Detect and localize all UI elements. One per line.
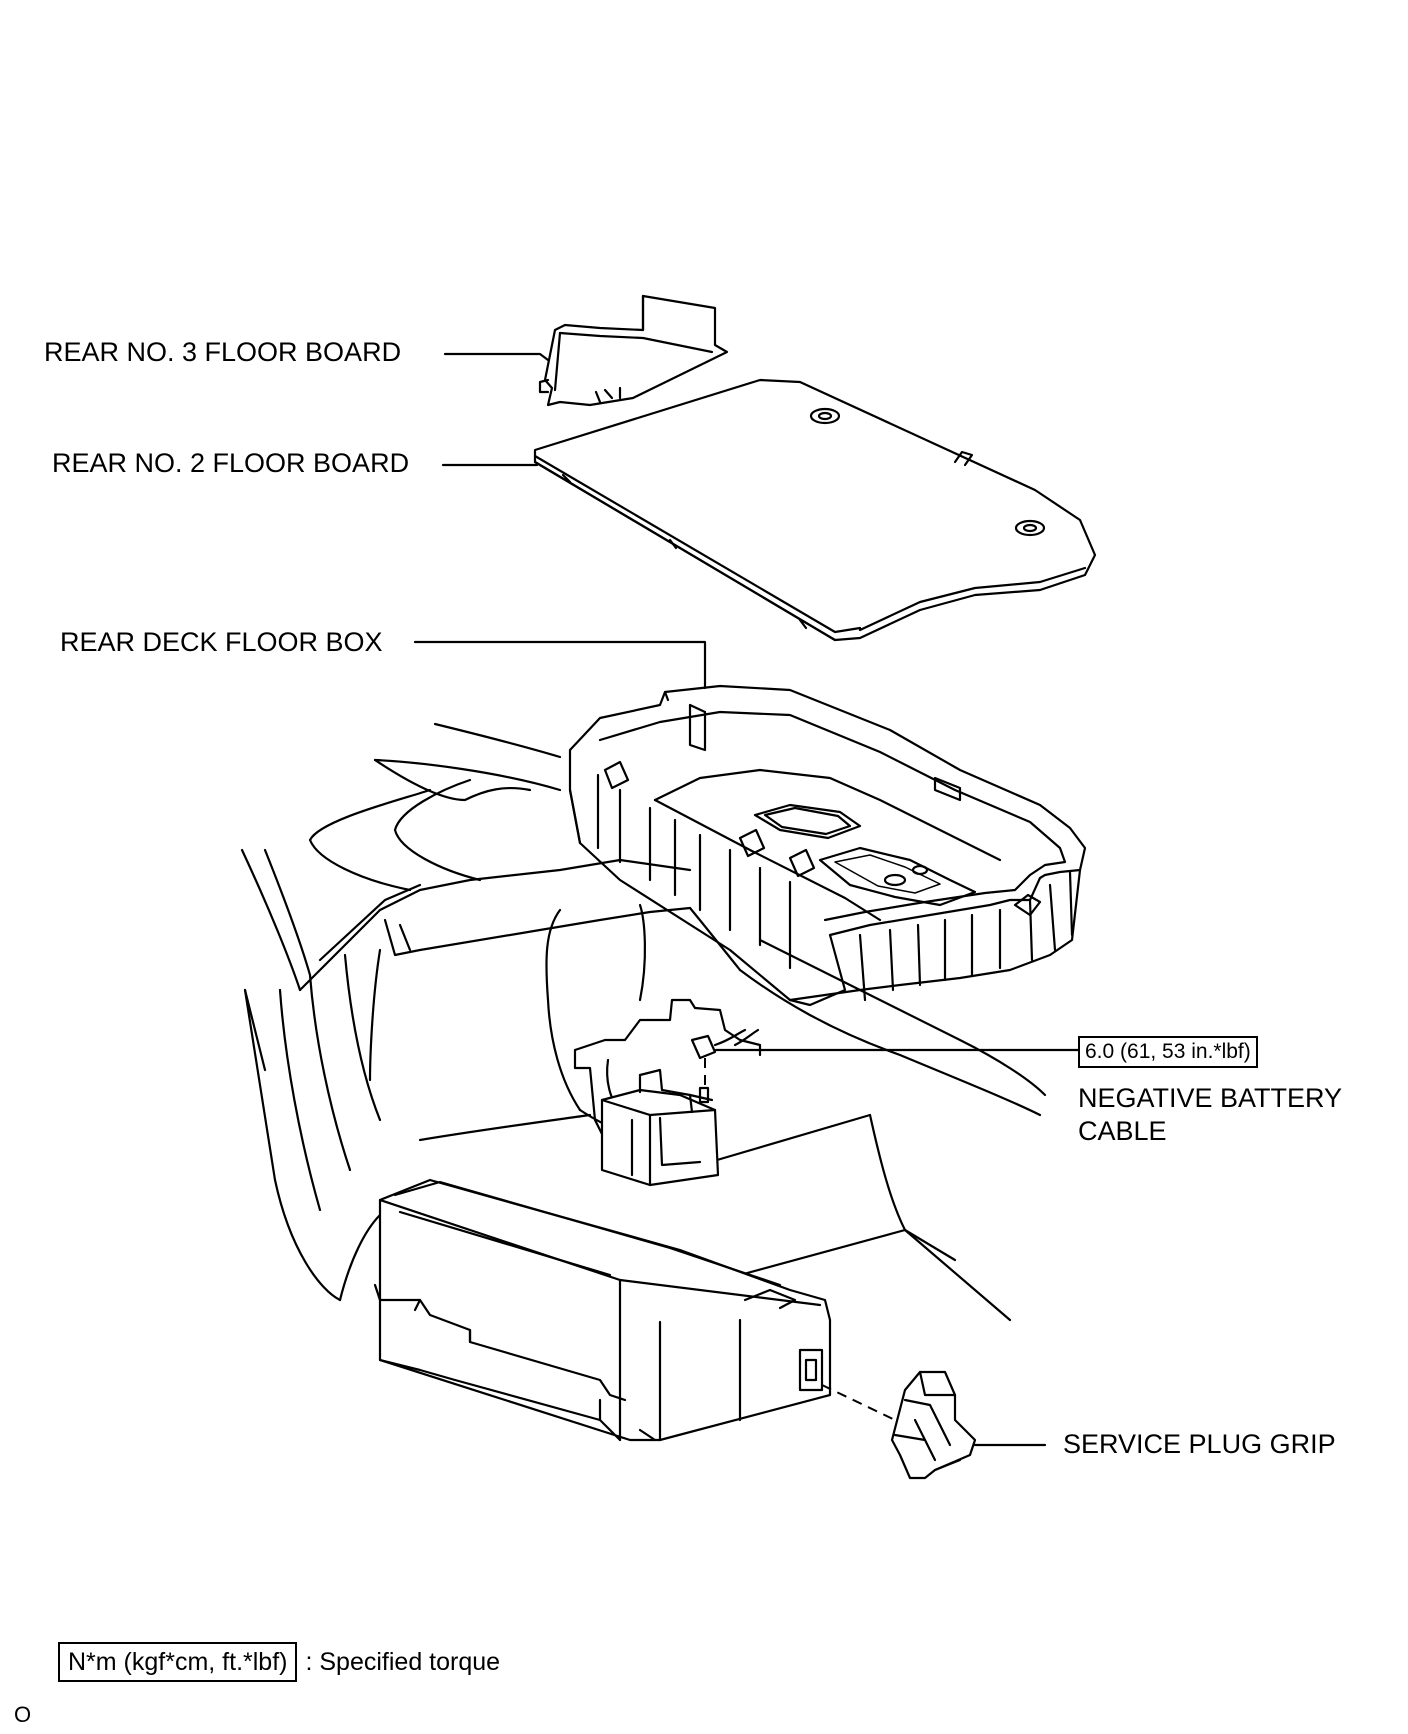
- rear-no3-floor-board-part: [538, 294, 729, 407]
- rear-deck-floor-box-label: REAR DECK FLOOR BOX: [60, 627, 383, 657]
- service-plug-grip-label: SERVICE PLUG GRIP: [1063, 1429, 1336, 1459]
- service-plug-grip-part: [890, 1370, 1047, 1480]
- negative-battery-cable-label-line2: CABLE: [1078, 1116, 1167, 1146]
- torque-legend: N*m (kgf*cm, ft.*lbf) : Specified torque: [58, 1642, 500, 1682]
- corner-mark: O: [14, 1702, 32, 1727]
- vehicle-body-outline: [240, 722, 1047, 1322]
- rear-no2-floor-board-part: [533, 378, 1097, 642]
- rear-no2-floor-board-label: REAR NO. 2 FLOOR BOARD: [52, 448, 410, 478]
- negative-battery-cable-label-line1: NEGATIVE BATTERY: [1078, 1083, 1343, 1113]
- callout-leader-lines: [413, 352, 707, 690]
- rear-deck-floor-box-part: [568, 684, 1087, 1007]
- hybrid-battery-assembly: [373, 1178, 896, 1442]
- torque-legend-description: : Specified torque: [305, 1647, 501, 1676]
- torque-unit-box: N*m (kgf*cm, ft.*lbf): [58, 1642, 298, 1682]
- rear-no3-floor-board-label: REAR NO. 3 FLOOR BOARD: [44, 337, 402, 367]
- auxiliary-battery-area: [573, 998, 1080, 1187]
- negative-battery-cable-torque-spec: 6.0 (61, 53 in.*lbf): [1078, 1036, 1258, 1068]
